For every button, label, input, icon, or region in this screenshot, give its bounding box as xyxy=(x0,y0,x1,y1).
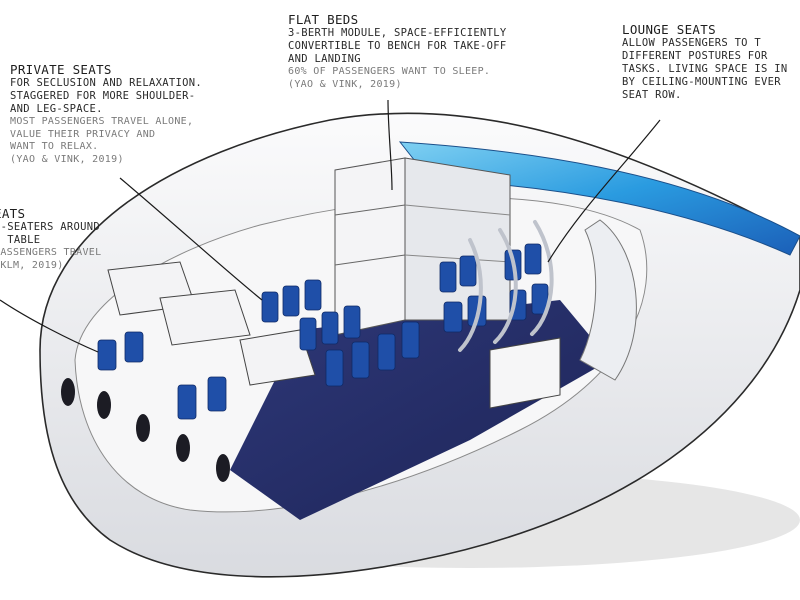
annotation-line: convertible to bench for take-off xyxy=(288,40,507,52)
seat xyxy=(343,305,361,339)
annotation-line: different postures for xyxy=(622,50,768,62)
seat xyxy=(325,349,344,387)
annotation-line: and leg-space. xyxy=(10,103,103,115)
annotation-line: p table xyxy=(0,234,41,246)
annotation-flat-beds: Flat beds 3-berth module, space-efficien… xyxy=(288,12,548,91)
annotation-citation: 60% of passengers want to sleep. xyxy=(288,66,491,77)
leader-line-private-seats xyxy=(119,177,263,301)
annotation-line: 3-berth module, space-efficiently xyxy=(288,27,507,39)
annotation-title: Flat beds xyxy=(288,12,359,27)
seat xyxy=(177,384,197,420)
annotation-title: Private seats xyxy=(10,62,112,77)
window xyxy=(136,414,150,442)
annotation-line: Allow passengers to t xyxy=(622,37,762,49)
annotation-line: and landing xyxy=(288,53,361,65)
annotation-citation: (Yao & Vink, 2019) xyxy=(10,153,124,165)
seat xyxy=(401,321,420,359)
annotation-citation: (KLM, 2019) xyxy=(0,259,64,271)
window xyxy=(61,378,75,406)
window xyxy=(97,391,111,419)
annotation-citation: want to relax. xyxy=(10,141,99,152)
leader-lines xyxy=(0,99,661,353)
rear-bulkhead xyxy=(579,219,637,381)
annotation-group-seats: eats 2-seaters around p table passengers… xyxy=(0,206,144,272)
annotation-lounge-seats: Lounge seats Allow passengers to t diffe… xyxy=(622,22,800,102)
annotation-private-seats: Private seats For seclusion and relaxati… xyxy=(10,62,250,166)
leader-line-group xyxy=(0,299,99,353)
annotation-line: Staggered for more shoulder- xyxy=(10,90,196,102)
glass-canopy xyxy=(398,141,800,256)
seat xyxy=(207,376,227,412)
annotation-line: seat row. xyxy=(622,89,682,101)
cabin-windows xyxy=(61,378,230,482)
seat xyxy=(124,331,144,363)
seat xyxy=(524,243,542,275)
seat-rows xyxy=(97,243,549,420)
side-cabinet xyxy=(489,337,561,409)
seat xyxy=(443,301,463,333)
seat xyxy=(304,279,322,311)
seat xyxy=(351,341,370,379)
annotation-citation: Most passengers travel alone, xyxy=(10,116,194,127)
seat xyxy=(97,339,117,371)
window xyxy=(216,454,230,482)
seat xyxy=(439,261,457,293)
annotation-title: Lounge seats xyxy=(622,22,716,37)
seat xyxy=(282,285,300,317)
annotation-line: 2-seaters around xyxy=(0,221,100,233)
leader-line-lounge xyxy=(547,119,661,263)
seat xyxy=(377,333,396,371)
seat xyxy=(321,311,339,345)
annotation-line: For seclusion and relaxation. xyxy=(10,77,203,89)
annotation-title: eats xyxy=(0,206,26,221)
private-seat-pods xyxy=(107,261,316,386)
flat-bed-module xyxy=(334,157,511,336)
seat xyxy=(459,255,477,287)
annotation-line: tasks. Living space is in xyxy=(622,63,788,75)
seat xyxy=(261,291,279,323)
seat xyxy=(299,317,317,351)
annotation-line: by ceiling-mounting ever xyxy=(622,76,781,88)
annotation-citation: passengers travel xyxy=(0,247,102,258)
lounge-seat-frames xyxy=(458,220,554,352)
window xyxy=(176,434,190,462)
annotation-citation: value their privacy and xyxy=(10,128,156,140)
annotation-citation: (Yao & Vink, 2019) xyxy=(288,78,402,90)
leader-line-flat-beds xyxy=(387,99,393,191)
